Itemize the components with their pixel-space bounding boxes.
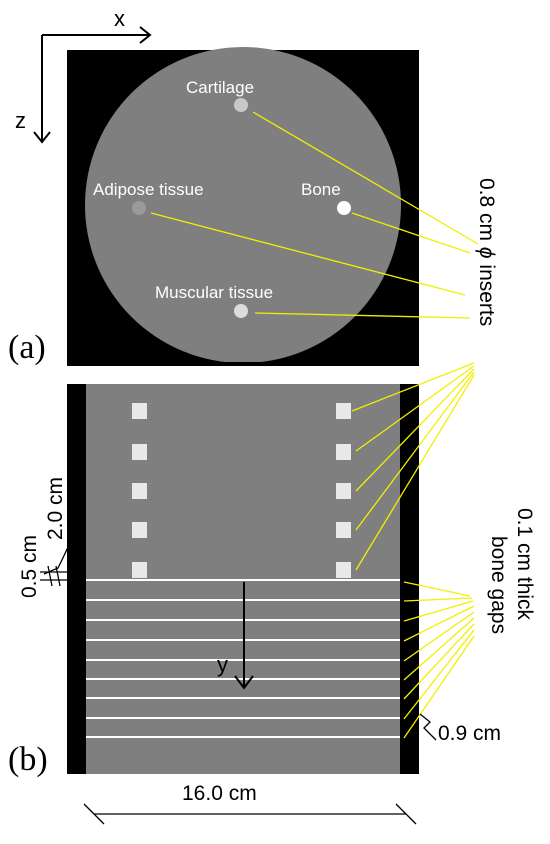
label-bone: Bone xyxy=(301,180,341,199)
phantom-cross-section xyxy=(85,47,401,363)
insert-square xyxy=(132,403,147,419)
axis-label-x: x xyxy=(114,6,125,31)
dim-mark-09cm xyxy=(419,713,437,741)
insert-square xyxy=(336,522,351,538)
insert-square xyxy=(336,483,351,499)
insert-size-annotation: 0.8 cm ϕ inserts xyxy=(475,178,498,326)
dim-label-09cm: 0.9 cm xyxy=(438,722,501,745)
insert-square xyxy=(336,403,351,419)
insert-cartilage xyxy=(234,98,248,112)
label-muscular: Muscular tissue xyxy=(155,283,273,302)
insert-size-text: 0.8 cm xyxy=(475,178,498,241)
label-adipose: Adipose tissue xyxy=(93,180,204,199)
insert-square xyxy=(132,522,147,538)
label-cartilage: Cartilage xyxy=(186,78,254,97)
insert-square xyxy=(132,483,147,499)
phi-symbol: ϕ xyxy=(475,247,498,259)
gap-annotation-line1: 0.1 cm thick xyxy=(513,508,536,621)
insert-muscular xyxy=(234,304,248,318)
panel-b-label: (b) xyxy=(8,741,48,778)
insert-square xyxy=(336,562,351,578)
panel-a-bottom-edge xyxy=(67,362,419,366)
dim-line-16cm xyxy=(83,803,417,825)
leader-lines xyxy=(150,111,479,739)
dim-label-2cm: 2.0 cm xyxy=(44,477,67,540)
axis-label-y: y xyxy=(217,652,228,677)
insert-adipose xyxy=(132,201,146,215)
insert-bone xyxy=(337,201,351,215)
gap-annotation-line2: bone gaps xyxy=(487,536,510,634)
panel-a-label: (a) xyxy=(8,329,46,366)
xz-axis-indicator xyxy=(33,26,152,144)
dim-label-16cm: 16.0 cm xyxy=(182,782,257,805)
dim-label-05cm: 0.5 cm xyxy=(18,535,41,598)
inserts-text: inserts xyxy=(475,264,498,326)
axis-label-z: z xyxy=(15,108,26,133)
insert-square xyxy=(132,562,147,578)
insert-squares xyxy=(132,403,351,578)
insert-square xyxy=(336,444,351,460)
y-axis-arrow xyxy=(234,582,254,690)
insert-square xyxy=(132,444,147,460)
dim-marks-left xyxy=(40,537,73,587)
